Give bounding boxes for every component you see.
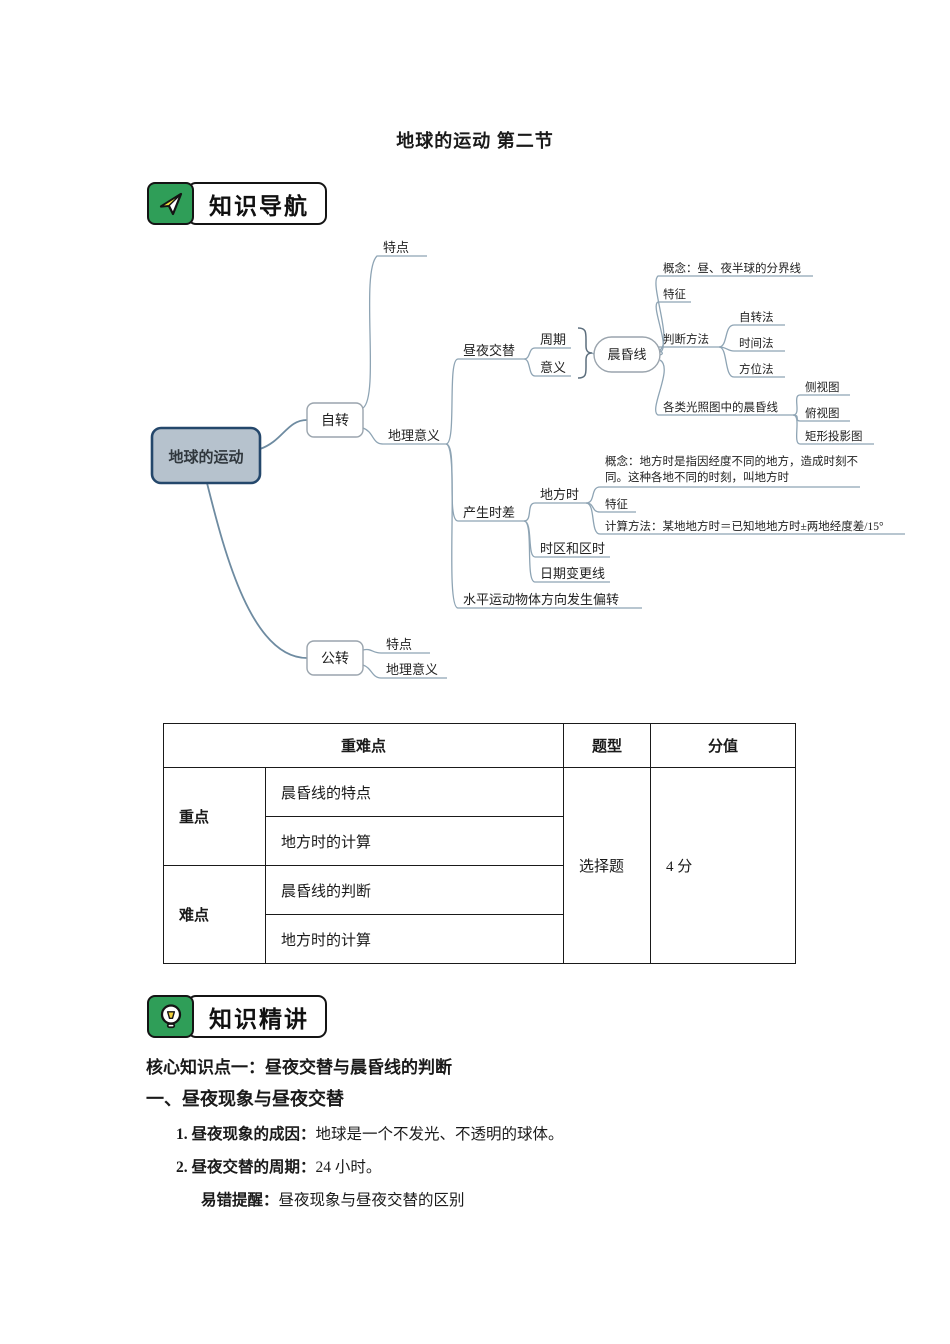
label-geo-significance: 地理意义 <box>388 428 440 443</box>
label-terminator-concept: 概念：昼、夜半球的分界线 <box>663 261 801 275</box>
key-points-table: 重难点 题型 分值 重点 晨昏线的特点 选择题 4 分 地方时的计算 难点 晨昏… <box>163 723 796 964</box>
label-period: 周期 <box>540 332 566 347</box>
item-cause-text: 地球是一个不发光、不透明的球体。 <box>315 1126 564 1143</box>
mindmap-node-terminator: 晨昏线 <box>593 336 661 373</box>
label-revolution-significance: 地理意义 <box>386 662 438 677</box>
table-row: 难点 晨昏线的判断 <box>163 865 796 964</box>
terminator-label: 晨昏线 <box>607 347 646 362</box>
label-terminator-features: 特征 <box>663 287 686 301</box>
cell-key-1: 晨昏线的特点 <box>265 767 564 817</box>
header-question-type: 题型 <box>563 723 651 768</box>
item-period: 2. 昼夜交替的周期：24 小时。 <box>176 1155 381 1177</box>
label-calc-method: 计算方法：某地地方时＝已知地地方时±两地经度差/15° <box>605 519 884 533</box>
rotation-label: 自转 <box>321 413 349 429</box>
table-row: 地方时的计算 <box>164 816 796 866</box>
mindmap: 地球的运动 自转 公转 晨昏线 特点 地理意义 昼夜交替 周期 意义 概念：昼、… <box>150 240 905 679</box>
cell-difficult-2: 地方时的计算 <box>265 914 564 964</box>
cell-score: 4 分 <box>650 767 796 964</box>
root-label: 地球的运动 <box>168 448 243 466</box>
revolution-label: 公转 <box>321 651 349 667</box>
label-time-zones: 时区和区时 <box>540 541 605 556</box>
mindmap-root-node: 地球的运动 <box>150 426 262 485</box>
label-top-view: 俯视图 <box>805 406 840 420</box>
header-key-difficult: 重难点 <box>163 723 564 768</box>
label-time-method: 时间法 <box>739 336 774 350</box>
label-local-time-concept-line2: 同。这种各地不同的时刻，叫地方时 <box>605 470 789 484</box>
label-rotation-method: 自转法 <box>739 310 774 324</box>
cell-question-type: 选择题 <box>563 767 651 964</box>
mindmap-node-rotation: 自转 <box>306 402 364 438</box>
item-period-label: 2. 昼夜交替的周期： <box>176 1159 316 1176</box>
label-local-time-features: 特征 <box>605 497 628 511</box>
header-score: 分值 <box>650 723 796 768</box>
label-side-view: 侧视图 <box>805 380 840 394</box>
label-judgment-methods: 判断方法 <box>663 332 709 346</box>
core-point-heading: 核心知识点一：昼夜交替与晨昏线的判断 <box>146 1058 452 1077</box>
item-cause: 1. 昼夜现象的成因：地球是一个不发光、不透明的球体。 <box>176 1122 564 1144</box>
page-title: 地球的运动 第二节 <box>396 131 554 151</box>
mindmap-labels: 特点 地理意义 昼夜交替 周期 意义 概念：昼、夜半球的分界线 特征 判断方法 … <box>383 240 884 677</box>
label-date-line: 日期变更线 <box>540 566 605 581</box>
label-rect-projection: 矩形投影图 <box>805 429 863 443</box>
error-tip-text: 昼夜现象与昼夜交替的区别 <box>278 1192 465 1209</box>
label-revolution-features: 特点 <box>386 637 412 652</box>
mindmap-node-revolution: 公转 <box>306 640 364 676</box>
knowledge-lecture-label: 知识精讲 <box>187 995 327 1038</box>
cell-difficult-points: 难点 <box>163 865 266 964</box>
error-tip: 易错提醒：昼夜现象与昼夜交替的区别 <box>201 1188 465 1210</box>
table-row: 重点 晨昏线的特点 选择题 4 分 <box>163 767 796 964</box>
cell-difficult-1: 晨昏线的判断 <box>265 865 564 915</box>
label-deflection: 水平运动物体方向发生偏转 <box>463 592 619 607</box>
label-rotation-features: 特点 <box>383 240 409 255</box>
label-time-difference: 产生时差 <box>463 505 515 520</box>
knowledge-nav-badge: 知识导航 <box>147 182 327 225</box>
error-tip-label: 易错提醒： <box>201 1192 279 1209</box>
item-period-text: 24 小时。 <box>315 1159 382 1176</box>
lightbulb-icon <box>147 995 194 1038</box>
paper-plane-icon <box>147 182 194 225</box>
section-heading: 一、昼夜现象与昼夜交替 <box>146 1089 344 1109</box>
label-day-night-alternation: 昼夜交替 <box>463 343 515 358</box>
table-header-row: 重难点 题型 分值 <box>163 723 796 768</box>
item-cause-label: 1. 昼夜现象的成因： <box>176 1126 316 1143</box>
label-local-time: 地方时 <box>540 487 579 502</box>
table-row: 地方时的计算 <box>164 914 796 964</box>
cell-key-points: 重点 <box>163 767 266 866</box>
knowledge-nav-label: 知识导航 <box>187 182 327 225</box>
label-direction-method: 方位法 <box>739 362 774 376</box>
label-significance: 意义 <box>540 360 566 375</box>
cell-key-2: 地方时的计算 <box>265 816 564 866</box>
label-illumination-maps: 各类光照图中的晨昏线 <box>663 400 778 414</box>
knowledge-lecture-badge: 知识精讲 <box>147 995 327 1038</box>
label-local-time-concept-line1: 概念：地方时是指因经度不同的地方，造成时刻不 <box>605 454 858 468</box>
